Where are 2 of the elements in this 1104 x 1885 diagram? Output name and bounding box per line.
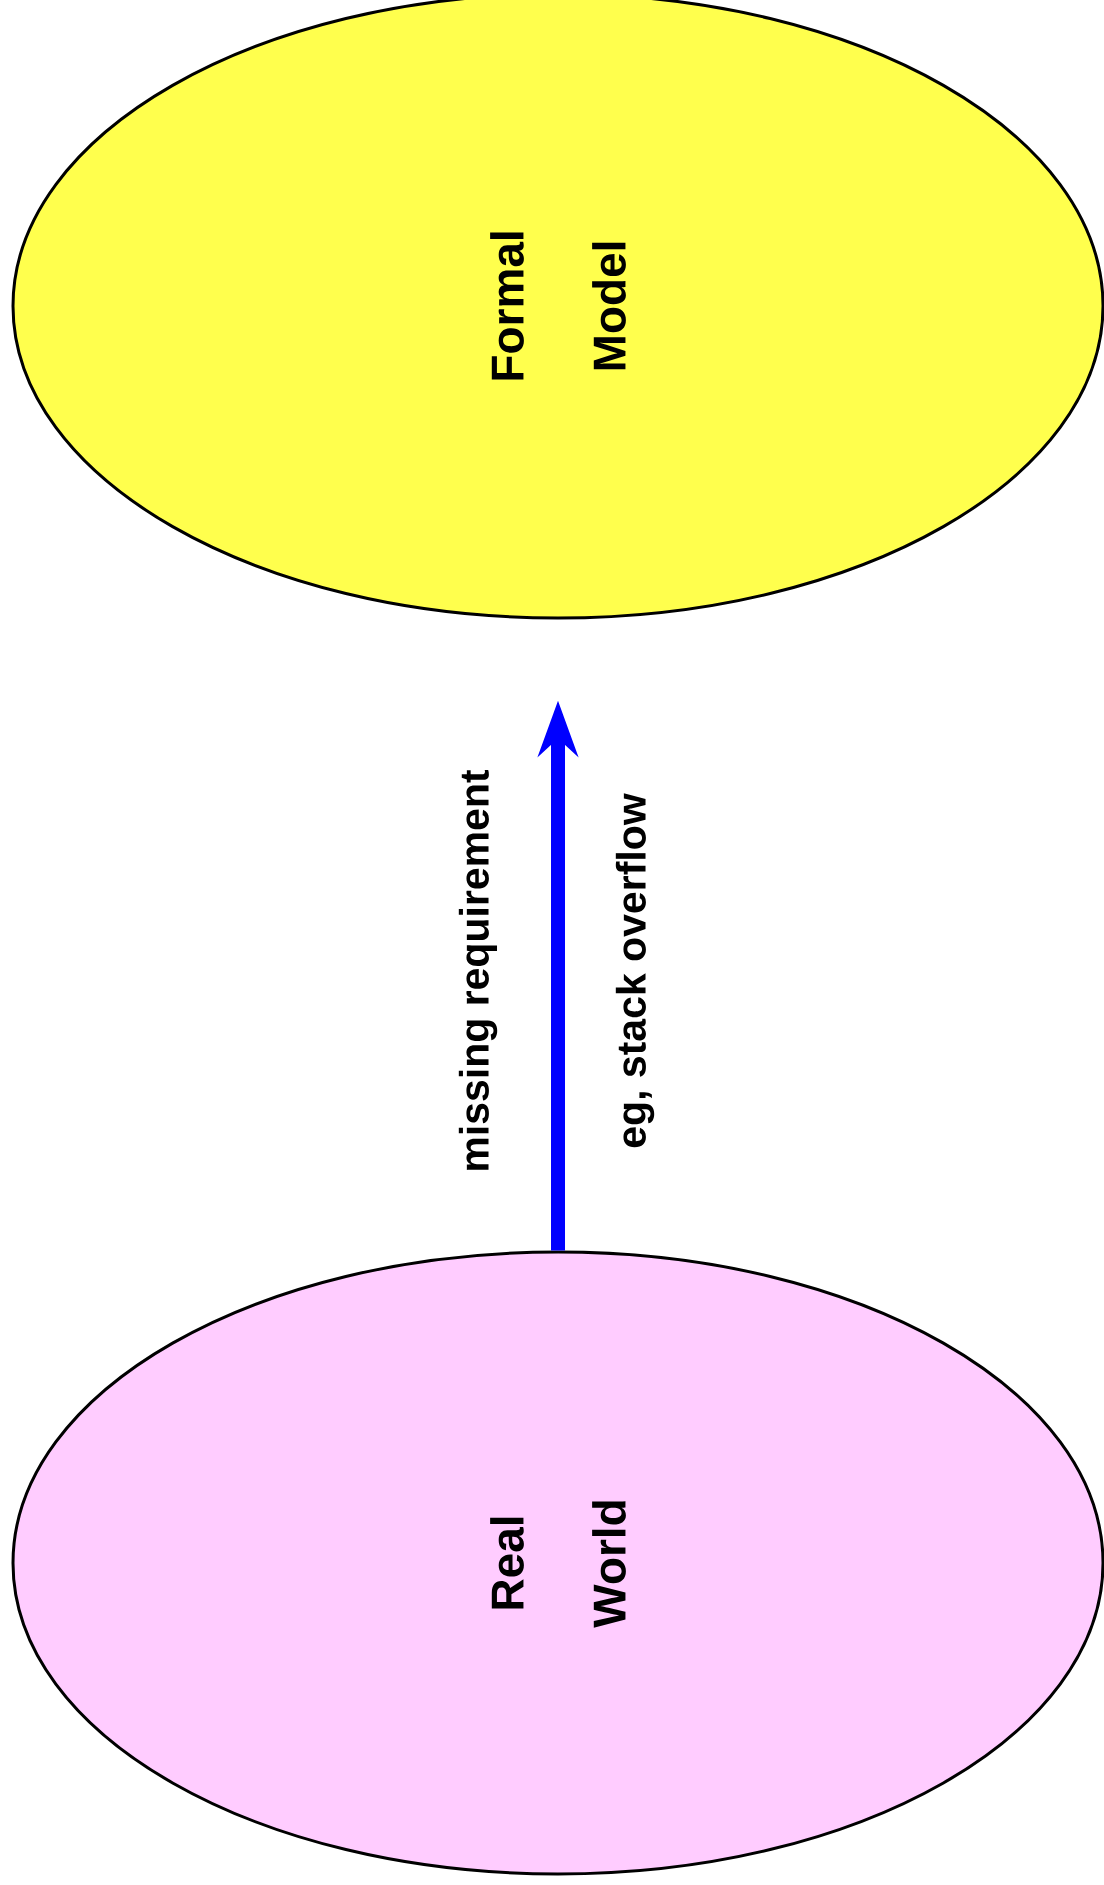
note-label: eg, stack overflow	[615, 793, 655, 1148]
edge-label: missing requirement	[458, 769, 498, 1170]
